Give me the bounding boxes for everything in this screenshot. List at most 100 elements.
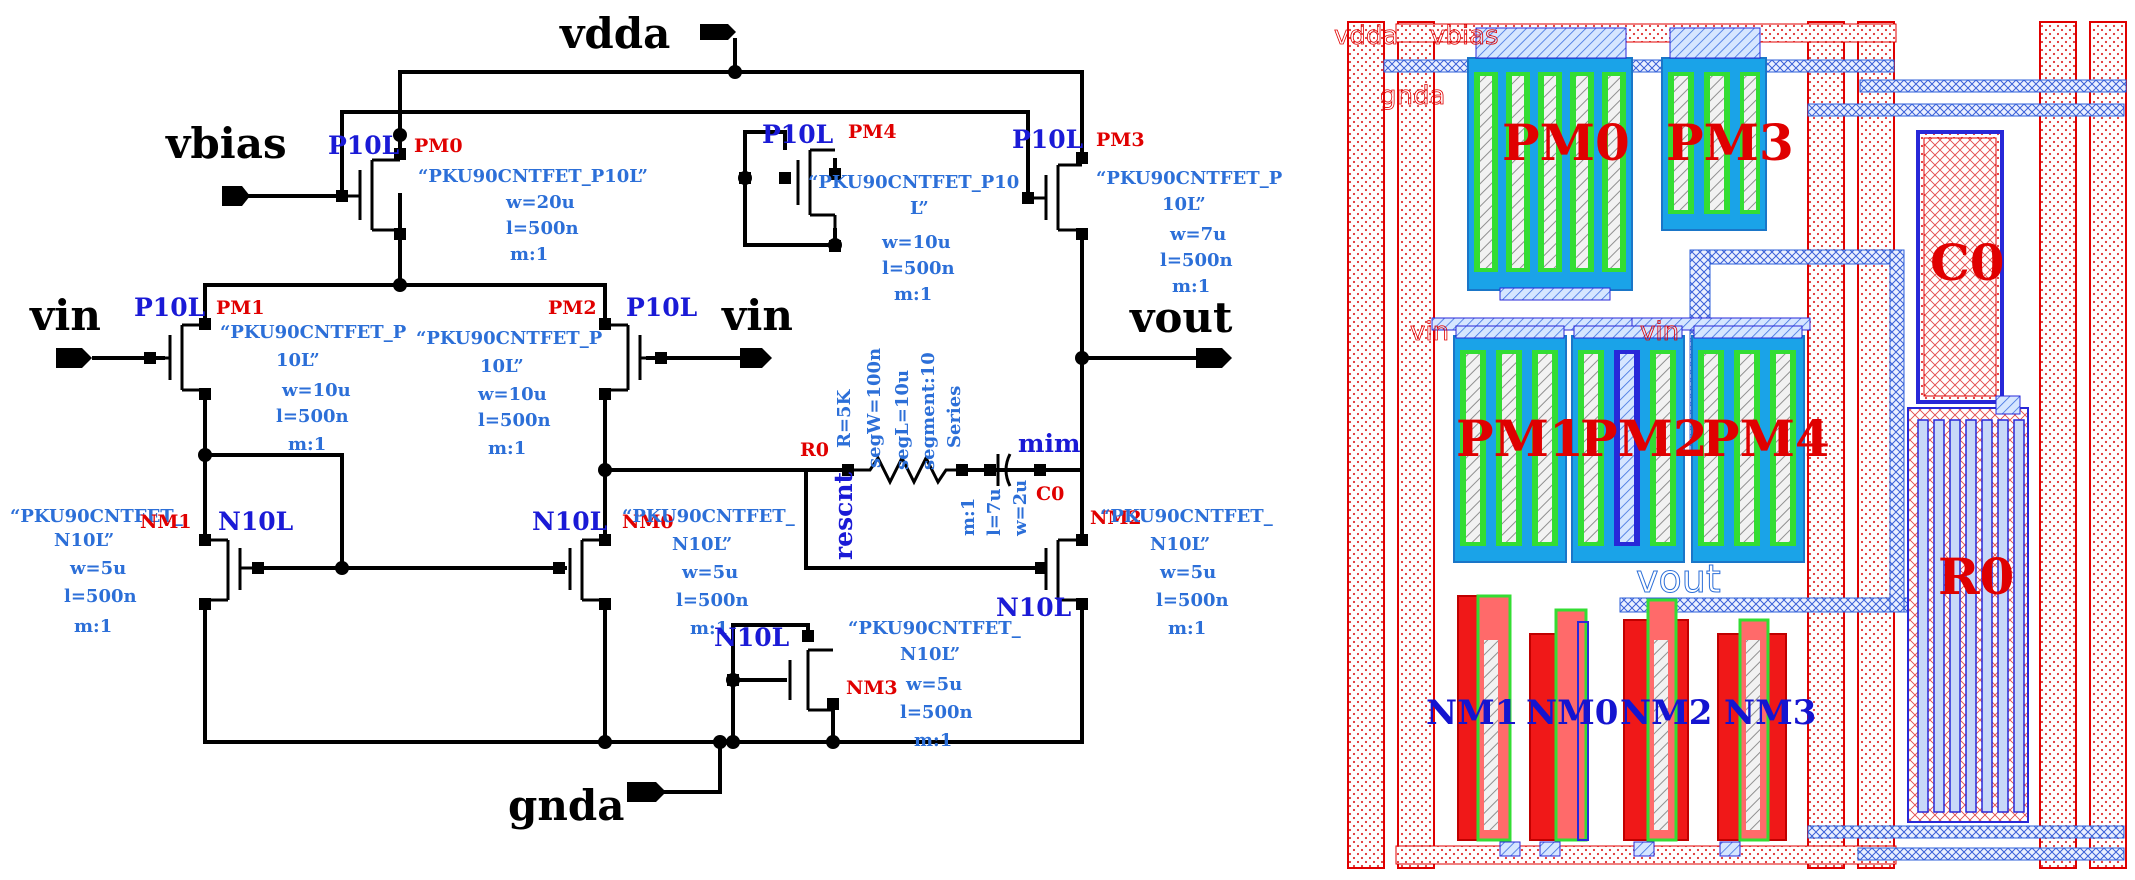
nm1-inst: NM1 (140, 511, 192, 533)
nm0-type: N10L (532, 507, 608, 536)
nm0-l: l=500n (676, 590, 749, 611)
pmos-pm1 (144, 318, 211, 400)
pin-flags (56, 24, 1232, 802)
layout-pin-vout: vout (1636, 557, 1721, 601)
nm1-m: m:1 (74, 616, 112, 637)
layout-c0-block (1916, 130, 2004, 404)
nm0-model: “PKU90CNTFET_ (622, 506, 795, 527)
pm3-model: “PKU90CNTFET_P (1096, 168, 1283, 189)
nm3-w: w=5u (905, 674, 962, 695)
nm1-type: N10L (218, 507, 294, 536)
layout-label-nm0: NM0 (1526, 693, 1618, 733)
layout-nm1-block (1457, 594, 1521, 857)
pm4-w: w=10u (881, 232, 951, 253)
capacitor-c0 (960, 453, 1046, 487)
net-label-vin-right: vin (721, 291, 793, 340)
pm1-l: l=500n (276, 406, 349, 427)
c0-w: w=2u (1010, 480, 1031, 537)
layout-label-nm3: NM3 (1724, 693, 1816, 733)
r0-segl: segL=10u (892, 370, 913, 470)
nmos-nm0 (553, 534, 611, 610)
pm1-w: w=10u (281, 380, 351, 401)
nm3-inst: NM3 (846, 677, 898, 699)
pmos-pm2 (599, 318, 667, 400)
pm2-type: P10L (626, 293, 698, 322)
layout-pin-vbias: vbias (1430, 21, 1499, 51)
pm4-l: l=500n (882, 258, 955, 279)
nm1-w: w=5u (69, 558, 126, 579)
pm2-model-2: 10L” (480, 356, 524, 377)
c0-l: l=7u (984, 488, 1005, 536)
r0-inst: R0 (800, 439, 829, 461)
r0-segment: segment:10 (918, 352, 939, 470)
layout-pin-gnda: gnda (1380, 81, 1445, 111)
layout-label-pm1: PM1 (1456, 409, 1584, 468)
pmos-pm0 (336, 140, 406, 240)
net-label-rescnt: rescnt (829, 471, 858, 560)
pm0-model: “PKU90CNTFET_P10L” (418, 166, 648, 187)
nm2-model: “PKU90CNTFET_ (1100, 506, 1273, 527)
layout-label-nm1: NM1 (1426, 693, 1518, 733)
layout-label-pm2: PM2 (1580, 409, 1708, 468)
pm4-inst: PM4 (848, 121, 897, 143)
layout-pm0-block (1467, 27, 1633, 301)
nm0-m: m:1 (690, 618, 728, 639)
pm0-type: P10L (328, 131, 400, 160)
pm2-model: “PKU90CNTFET_P (416, 328, 603, 349)
layout-pm1-block (1453, 325, 1567, 563)
pm1-m: m:1 (288, 434, 326, 455)
layout-label-pm4: PM4 (1702, 409, 1830, 468)
r0-segw: segW=100n (864, 348, 885, 468)
pm3-l: l=500n (1160, 250, 1233, 271)
pm1-model: “PKU90CNTFET_P (220, 322, 407, 343)
layout-pm2-block (1571, 325, 1685, 563)
net-label-vbias: vbias (165, 119, 287, 168)
layout-nm0-block (1529, 608, 1589, 857)
pmos-pm4 (739, 148, 841, 252)
pm3-type: P10L (1012, 125, 1084, 154)
pm4-model: “PKU90CNTFET_P10 (808, 172, 1019, 193)
pm4-model-2: L” (910, 198, 929, 219)
c0-type: mim (1018, 429, 1080, 458)
nm2-m: m:1 (1168, 618, 1206, 639)
layout-label-pm3: PM3 (1666, 113, 1794, 172)
layout-rails (1347, 21, 2127, 869)
r0-series: Series (944, 386, 965, 448)
nm0-model-2: N10L” (672, 534, 732, 555)
net-label-gnda: gnda (508, 781, 624, 830)
pm0-l: l=500n (506, 218, 579, 239)
nm2-w: w=5u (1159, 562, 1216, 583)
layout-pin-vdda: vdda (1334, 21, 1398, 51)
layout-nm3-block (1717, 618, 1787, 857)
pm4-m: m:1 (894, 284, 932, 305)
pm3-inst: PM3 (1096, 129, 1145, 151)
r0-r: R=5K (834, 388, 855, 448)
pmos-pm3 (1022, 152, 1088, 240)
layout-label-pm0: PM0 (1502, 113, 1630, 172)
layout-pin-vin1: vin (1410, 317, 1449, 347)
pm3-model-2: 10L” (1162, 194, 1206, 215)
schematic: vdda vbias vin vin vout gnda rescnt P10L… (10, 9, 1283, 830)
layout-label-nm2: NM2 (1620, 693, 1712, 733)
pm2-inst: PM2 (548, 297, 597, 319)
pm1-model-2: 10L” (276, 350, 320, 371)
nm3-model-2: N10L” (900, 644, 960, 665)
pm2-l: l=500n (478, 410, 551, 431)
layout: vdda vbias gnda vin vin vout PM0 PM3 C0 … (1334, 10, 2130, 870)
pm3-m: m:1 (1172, 276, 1210, 297)
layout-pm4-block (1691, 325, 1805, 563)
nm3-m: m:1 (914, 730, 952, 751)
nm2-inst: NM2 (1090, 507, 1142, 529)
nm1-model-2: N10L” (54, 530, 114, 551)
layout-r0-block (1907, 395, 2029, 823)
nm1-l: l=500n (64, 586, 137, 607)
layout-label-c0: C0 (1930, 233, 2005, 292)
net-label-vdda: vdda (559, 9, 670, 58)
nm3-type: N10L (714, 623, 790, 652)
pm1-inst: PM1 (216, 297, 265, 319)
nm2-model-2: N10L” (1150, 534, 1210, 555)
nm1-model: “PKU90CNTFET_ (10, 506, 183, 527)
net-label-vout: vout (1129, 293, 1233, 342)
pm2-m: m:1 (488, 438, 526, 459)
layout-nm2-block (1623, 598, 1689, 857)
